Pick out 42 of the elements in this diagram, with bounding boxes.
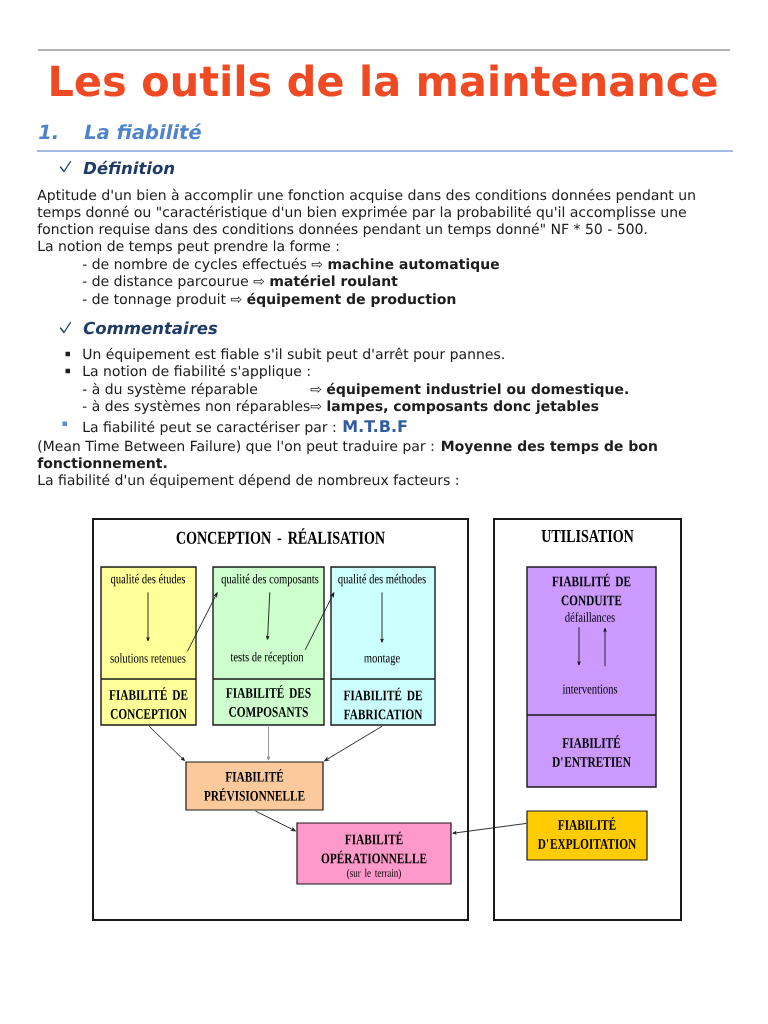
step-text: solutions retenues — [110, 653, 186, 663]
list-item: - de nombre de cycles effectués ⇨ machine automatique — [82, 257, 499, 272]
step-text: défaillances — [565, 612, 615, 622]
subheading: Définition — [83, 160, 175, 175]
arrow — [148, 725, 185, 761]
list-item: La fiabilité peut se caractériser par : — [83, 420, 336, 435]
step-text: qualité des composants — [221, 573, 319, 587]
arrow — [380, 591, 384, 643]
process-box: FIABILITÉ D'EXPLOITATION — [526, 810, 648, 861]
step-text: tests de réception — [230, 651, 304, 665]
step-text: qualité des méthodes — [338, 573, 426, 587]
list-item: - à des systèmes non réparables⇨ lampes, composants donc jetables — [82, 399, 599, 415]
arrow — [324, 725, 383, 762]
list-item: - de distance parcourue ⇨ matériel roulant — [82, 274, 398, 289]
arrow — [603, 627, 607, 667]
arrow — [266, 726, 271, 761]
process-box: FIABILITÉ OPÉRATIONNELLE (sur le terrain) — [296, 822, 452, 885]
paragraph: La fiabilité d'un équipement dépend de nombreux facteurs : — [38, 473, 458, 488]
list-item: - de tonnage produit ⇨ équipement de production — [82, 292, 456, 307]
arrow — [187, 592, 218, 652]
step-text: qualité des études — [110, 573, 186, 587]
list-item: La notion de fiabilité s'applique : — [83, 364, 310, 379]
process-box: FIABILITÉ PRÉVISIONNELLE — [185, 761, 324, 811]
arrow — [254, 810, 296, 832]
paragraph: Aptitude d'un bien à accomplir une fonction acquise dans des conditions données pendant un temps donné ou "caractéristique d'un bien exprimée par la probabilité qu'il accomplisse une fonction requise dans des conditions données pendant un temps donné" NF * 50 - 500. — [37, 188, 695, 237]
list-item: Un équipement est fiable s'il subit peut d'arrêt pour pannes. — [83, 347, 504, 362]
arrow — [304, 592, 335, 651]
arrow — [452, 822, 527, 835]
paragraph: La notion de temps peut prendre la forme : — [38, 240, 339, 254]
subheading: Commentaires — [83, 321, 218, 335]
arrow — [577, 626, 581, 666]
section-heading: La fiabilité — [84, 123, 202, 140]
paragraph: (Mean Time Between Failure) que l'on peut traduire par : Moyenne des temps de bon fonctionnement. — [37, 440, 657, 469]
arrow — [146, 591, 150, 642]
page-title: Les outils de la maintenance — [51, 64, 717, 97]
section-number: 1. — [39, 124, 57, 139]
arrow — [266, 591, 271, 640]
step-text: montage — [364, 654, 400, 666]
acronym: M.T.B.F — [343, 420, 407, 432]
step-text: interventions — [562, 684, 618, 694]
list-item: ⇨ équipement industriel ou domestique. — [310, 382, 628, 397]
list-item: - à du système réparable — [82, 382, 258, 397]
